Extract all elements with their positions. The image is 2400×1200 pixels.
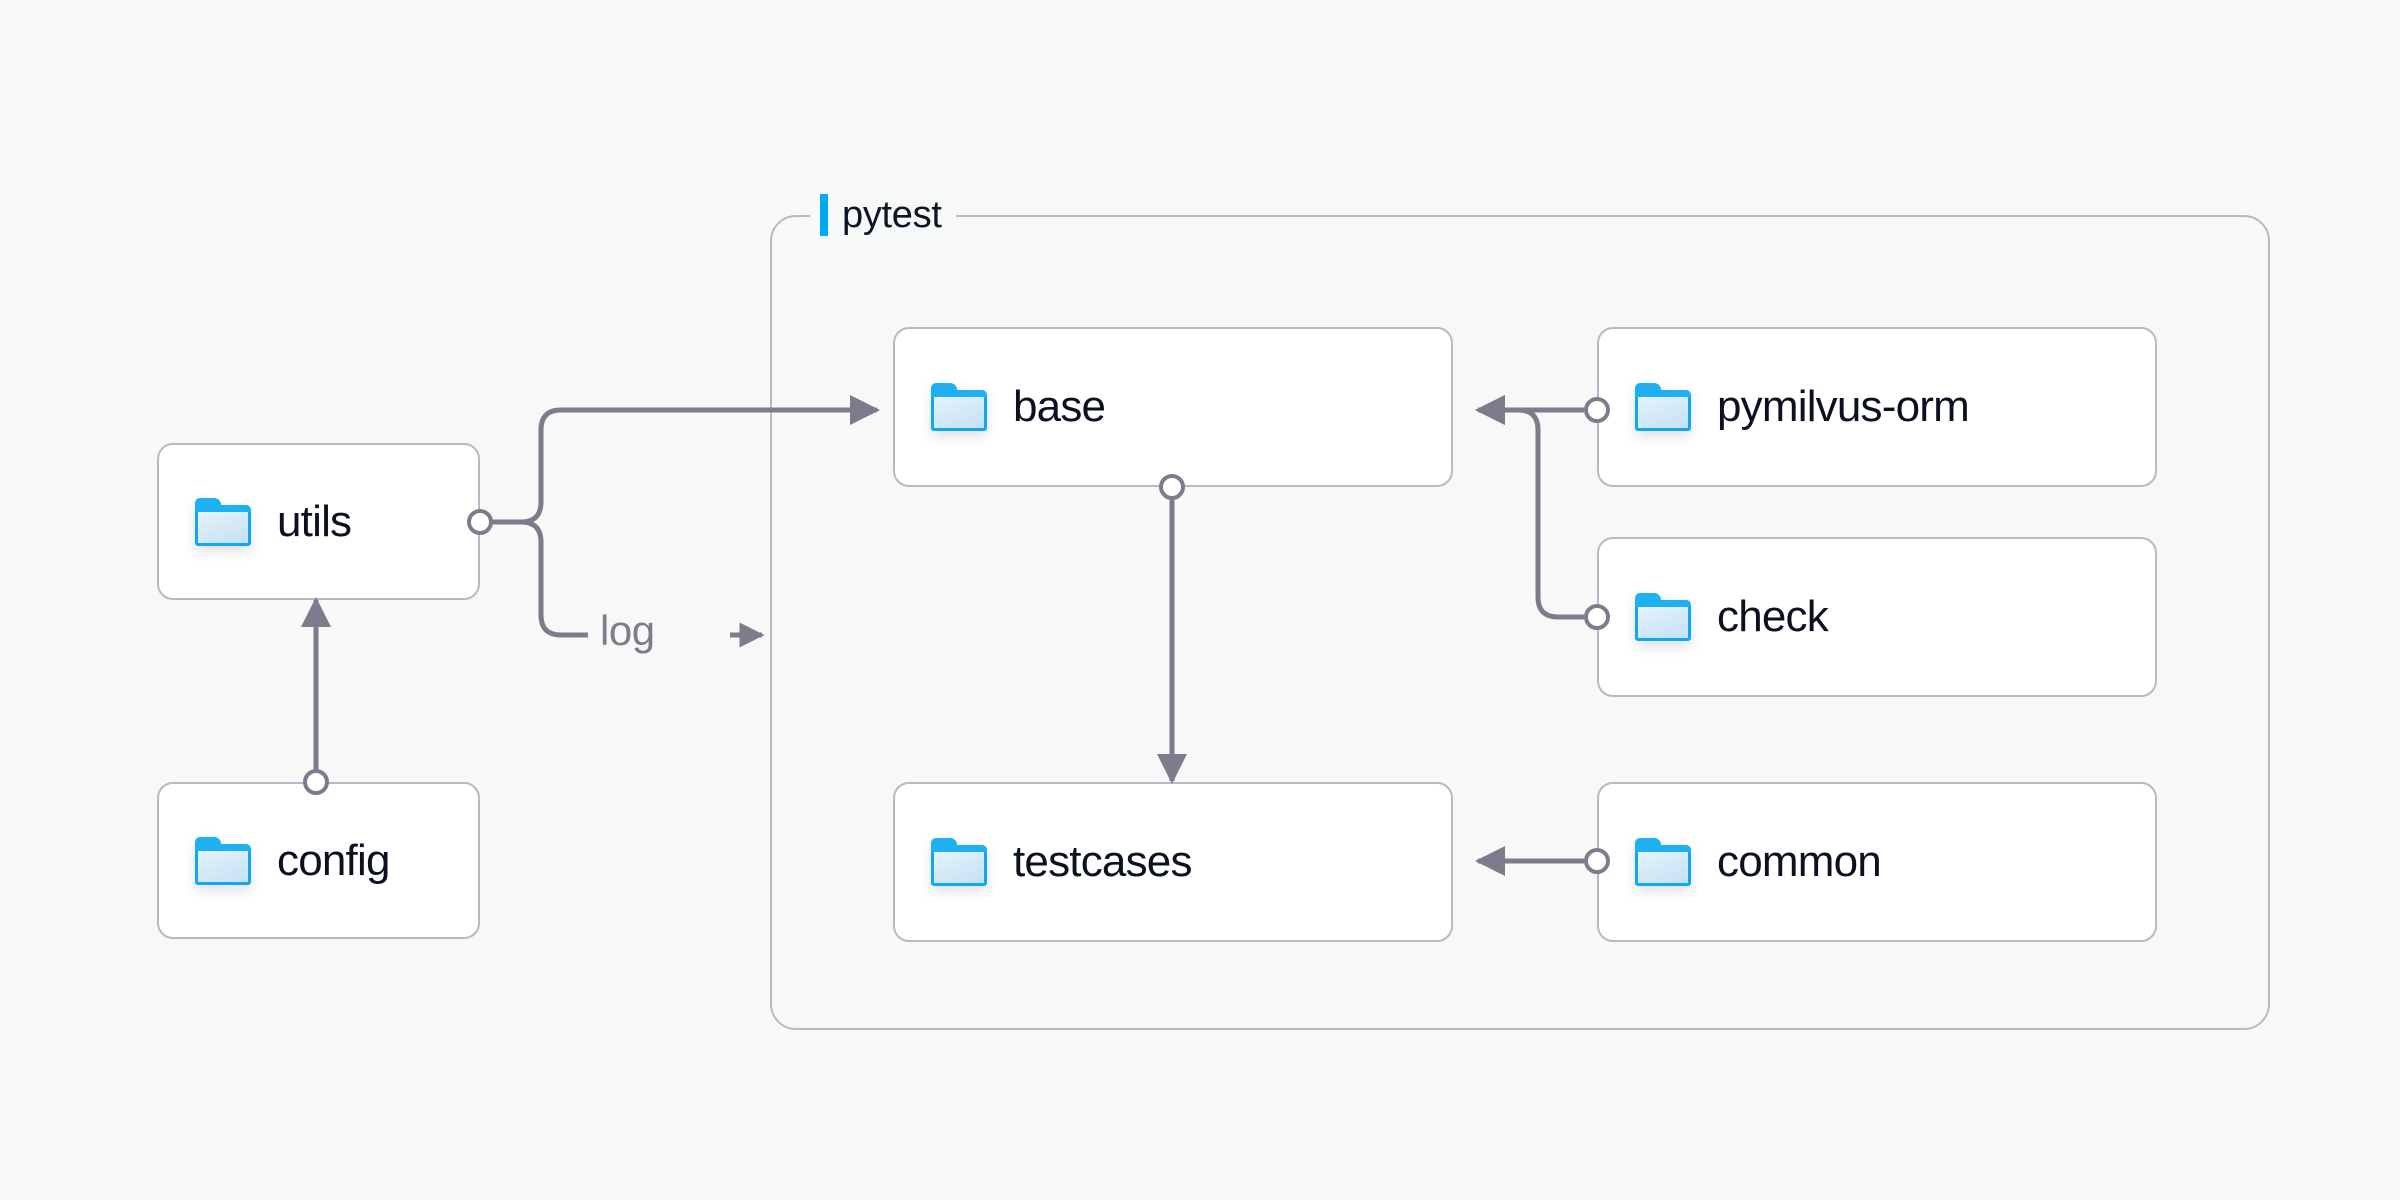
handle-config-top[interactable] [303, 769, 329, 795]
group-accent-bar-icon [820, 194, 828, 236]
group-label-text: pytest [842, 193, 942, 236]
folder-icon [931, 383, 987, 431]
node-label-utils: utils [277, 496, 352, 546]
node-utils[interactable]: utils [157, 443, 480, 600]
group-container-pytest[interactable] [770, 215, 2270, 1030]
node-label-config: config [277, 835, 390, 885]
handle-common-left[interactable] [1584, 848, 1610, 874]
node-base[interactable]: base [893, 327, 1453, 487]
folder-icon [1635, 838, 1691, 886]
node-label-common: common [1717, 837, 1882, 886]
node-config[interactable]: config [157, 782, 480, 939]
group-label-pytest[interactable]: pytest [810, 188, 956, 242]
handle-base-bottom[interactable] [1159, 474, 1185, 500]
edge-utils-log[interactable] [490, 519, 588, 638]
folder-icon [1635, 593, 1691, 641]
folder-icon [931, 838, 987, 886]
node-common[interactable]: common [1597, 782, 2157, 942]
node-label-base: base [1013, 382, 1106, 431]
node-testcases[interactable]: testcases [893, 782, 1453, 942]
node-label-testcases: testcases [1013, 837, 1192, 886]
handle-pymilvus-orm-left[interactable] [1584, 397, 1610, 423]
node-label-check: check [1717, 592, 1829, 641]
node-pymilvus-orm[interactable]: pymilvus-orm [1597, 327, 2157, 487]
handle-utils-right[interactable] [467, 509, 493, 535]
folder-icon [1635, 383, 1691, 431]
edge-label-log: log [600, 607, 655, 654]
folder-icon [195, 836, 251, 885]
folder-icon [195, 497, 251, 546]
handle-check-left[interactable] [1584, 604, 1610, 630]
node-check[interactable]: check [1597, 537, 2157, 697]
node-label-pymilvus-orm: pymilvus-orm [1717, 382, 1970, 431]
